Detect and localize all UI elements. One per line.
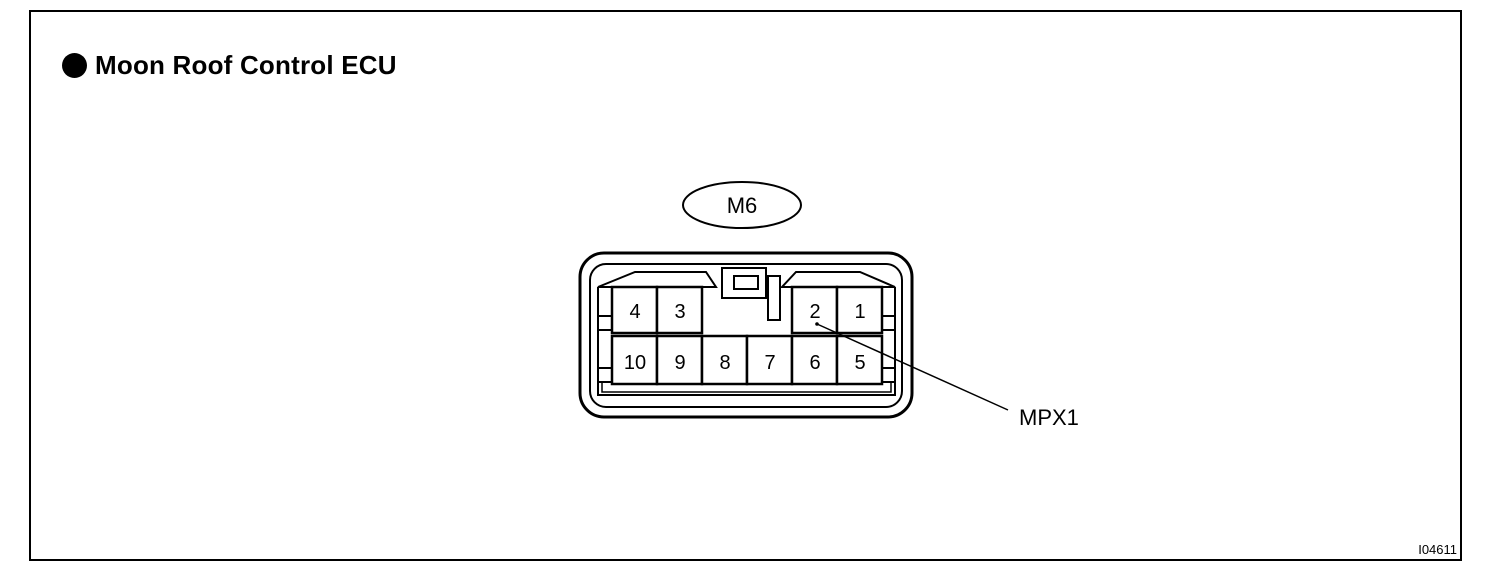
pin-label: 10 <box>624 352 646 374</box>
diagram-frame <box>29 10 1462 561</box>
bullet-icon <box>62 52 87 78</box>
connector-housing-outer <box>578 251 914 419</box>
latch-window <box>733 275 759 290</box>
connector-code: M6 <box>727 193 758 218</box>
housing-top-left-shoulder <box>597 271 718 288</box>
pin-cavity-5 <box>835 334 884 386</box>
pin-label: 2 <box>809 301 820 323</box>
pin-label: 3 <box>674 301 685 323</box>
figure-id: I04611 <box>1418 542 1457 557</box>
pin-label: 8 <box>719 352 730 374</box>
housing-cavity <box>597 287 896 396</box>
connector-latch <box>721 267 767 299</box>
pin-label: 1 <box>854 301 865 323</box>
pin-label: 9 <box>674 352 685 374</box>
pin-cavity-9 <box>655 334 704 386</box>
title-text: Moon Roof Control ECU <box>95 50 397 80</box>
connector-code-oval <box>682 181 802 229</box>
callout-leader-line <box>816 323 1009 411</box>
pin-label: 5 <box>854 352 865 374</box>
connector-housing-inner <box>589 263 903 408</box>
pin-label: 7 <box>764 352 775 374</box>
callout-dot <box>815 322 819 326</box>
housing-cavity-bottom-rail <box>601 380 892 393</box>
callout-label: MPX1 <box>1019 405 1079 430</box>
diagram-title: Moon Roof Control ECU <box>62 50 397 80</box>
pin-cavity-3 <box>655 285 704 335</box>
pin-cavity-1 <box>835 285 884 335</box>
pin-label: 4 <box>629 301 640 323</box>
housing-top-right-shoulder <box>779 271 896 288</box>
latch-key <box>767 275 781 321</box>
pin-label: 6 <box>809 352 820 374</box>
